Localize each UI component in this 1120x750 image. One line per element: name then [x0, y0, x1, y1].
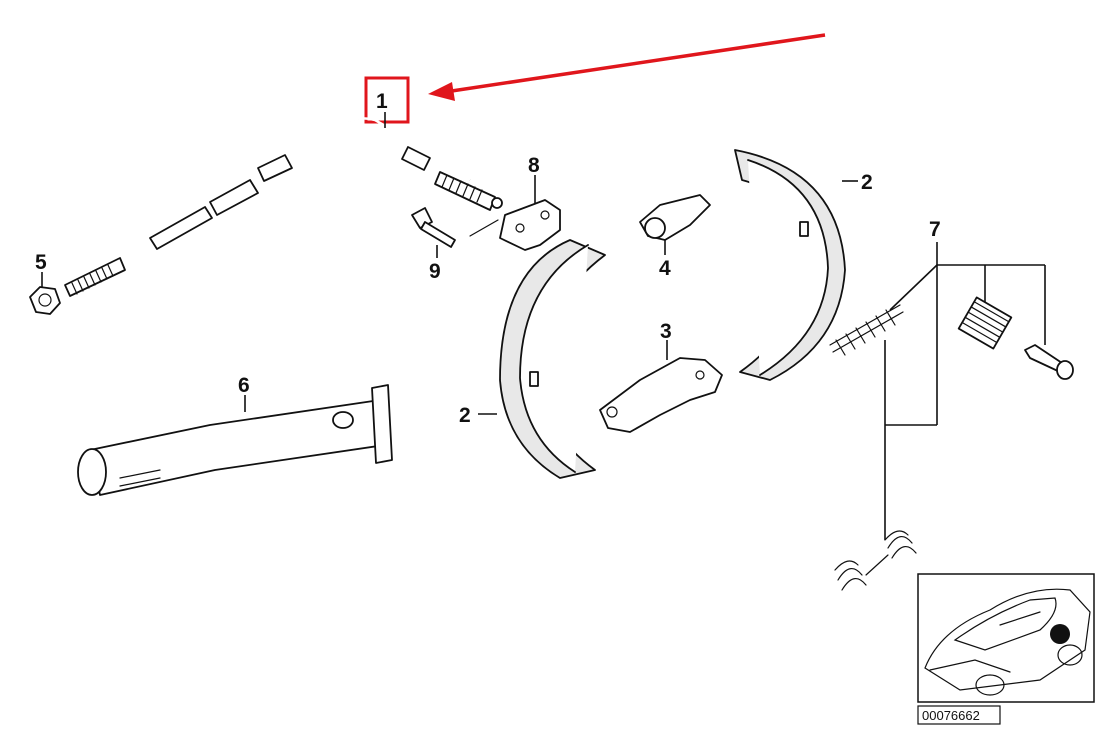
callout-label-7: 7 — [929, 218, 941, 241]
callout-label-4: 4 — [659, 257, 671, 280]
adjuster-part-4 — [639, 194, 711, 255]
callout-label-9: 9 — [429, 260, 441, 283]
callout-label-3: 3 — [660, 320, 672, 343]
lever-part-3 — [599, 340, 723, 433]
rear-wheel-marker-icon — [1050, 624, 1070, 644]
brake-shoe-part-2-right — [734, 149, 858, 381]
nut-part-5 — [29, 272, 61, 315]
callout-label-2-left: 2 — [459, 404, 471, 427]
spring-set-part-7 — [829, 242, 1074, 591]
cable-part-1 — [64, 112, 503, 297]
brake-shoe-part-2-left — [478, 239, 606, 479]
highlight-arrow — [428, 33, 826, 101]
car-location-inset: 00076662 — [917, 573, 1095, 725]
diagram-id-label: 00076662 — [922, 708, 980, 723]
callout-label-8: 8 — [528, 154, 540, 177]
callout-label-5: 5 — [35, 251, 47, 274]
callout-label-1: 1 — [376, 90, 388, 113]
callout-label-2-right: 2 — [861, 171, 873, 194]
bracket-part-8 — [499, 175, 561, 251]
handle-tube-part-6 — [77, 384, 393, 496]
highlight-box — [364, 76, 410, 124]
callout-label-6: 6 — [238, 374, 250, 397]
bolt-part-9 — [411, 207, 499, 258]
